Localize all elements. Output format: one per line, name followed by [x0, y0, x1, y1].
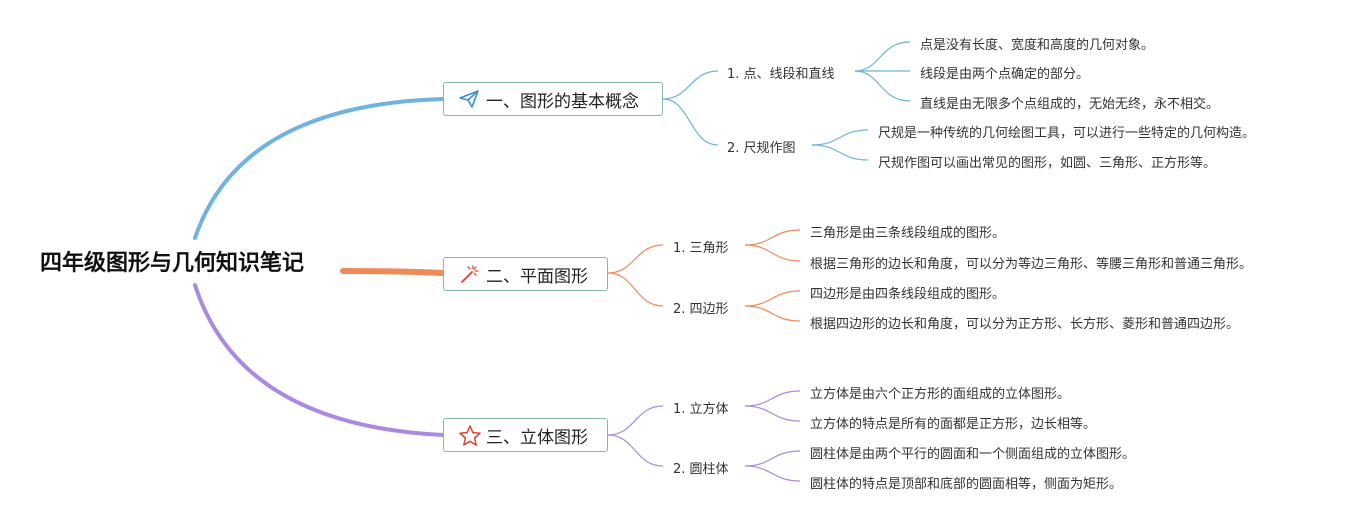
connector-branch-2	[340, 268, 446, 276]
connector-b3-t1	[607, 405, 664, 436]
topic-cube[interactable]: 1. 立方体	[673, 402, 729, 417]
connector-b2-t1	[607, 244, 664, 274]
leaf-text: 根据三角形的边长和角度，可以分为等边三角形、等腰三角形和普通三角形。	[810, 257, 1253, 272]
connector-b2-t1-l1	[744, 229, 801, 246]
leaf-text: 立方体是由六个正方形的面组成的立体图形。	[810, 387, 1071, 402]
topic-triangle[interactable]: 1. 三角形	[673, 241, 729, 256]
connector-b1-t1	[662, 70, 719, 100]
connector-b2-t2	[607, 272, 664, 307]
connector-b1-t2	[662, 98, 719, 146]
branch-solid-figures[interactable]: 三、立体图形	[443, 418, 608, 452]
leaf-text: 圆柱体的特点是顶部和底部的圆面相等，侧面为矩形。	[810, 477, 1123, 492]
topic-compass-ruler[interactable]: 2. 尺规作图	[727, 141, 796, 156]
connector-b1-t1-l1	[854, 41, 911, 72]
leaf-text: 根据四边形的边长和角度，可以分为正方形、长方形、菱形和普通四边形。	[810, 317, 1240, 332]
connector-branch-3	[193, 283, 445, 437]
connector-b3-t1-l2	[744, 405, 801, 422]
connector-b3-t1-l1	[744, 390, 801, 407]
leaf-text: 点是没有长度、宽度和高度的几何对象。	[920, 38, 1155, 53]
branch-label: 二、平面图形	[486, 266, 588, 287]
topic-cylinder[interactable]: 2. 圆柱体	[673, 462, 729, 477]
paper-plane-icon	[458, 88, 480, 110]
leaf-text: 圆柱体是由两个平行的圆面和一个侧面组成的立体图形。	[810, 447, 1136, 462]
leaf-text: 尺规作图可以画出常见的图形，如圆、三角形、正方形等。	[878, 156, 1217, 171]
leaf-text: 线段是由两个点确定的部分。	[920, 67, 1090, 82]
leaf-text: 直线是由无限多个点组成的，无始无终，永不相交。	[920, 97, 1220, 112]
branch-basic-concepts[interactable]: 一、图形的基本概念	[443, 82, 663, 116]
magic-wand-icon	[458, 263, 480, 285]
connector-b1-t1-l3	[854, 70, 911, 102]
leaf-text: 三角形是由三条线段组成的图形。	[810, 226, 1006, 241]
connector-b1-t2-l2	[811, 144, 869, 161]
connector-b3-t2	[607, 434, 664, 467]
branch-label: 三、立体图形	[486, 427, 588, 448]
topic-point-line[interactable]: 1. 点、线段和直线	[727, 67, 835, 82]
connector-b3-t2-l2	[744, 465, 801, 482]
leaf-text: 四边形是由四条线段组成的图形。	[810, 287, 1006, 302]
leaf-text: 尺规是一种传统的几何绘图工具，可以进行一些特定的几何构造。	[878, 126, 1256, 141]
branch-label: 一、图形的基本概念	[486, 91, 639, 112]
connector-b2-t1-l2	[744, 244, 801, 262]
connector-b2-t2-l2	[744, 305, 801, 322]
connector-b3-t2-l1	[744, 450, 801, 467]
connector-b1-t2-l1	[811, 129, 869, 146]
star-icon	[458, 424, 481, 446]
branch-plane-figures[interactable]: 二、平面图形	[443, 257, 608, 291]
connector-branch-1	[193, 97, 445, 240]
topic-quadrilateral[interactable]: 2. 四边形	[673, 302, 729, 317]
leaf-text: 立方体的特点是所有的面都是正方形，边长相等。	[810, 417, 1097, 432]
connector-b2-t2-l1	[744, 290, 801, 307]
root-title[interactable]: 四年级图形与几何知识笔记	[40, 251, 305, 276]
